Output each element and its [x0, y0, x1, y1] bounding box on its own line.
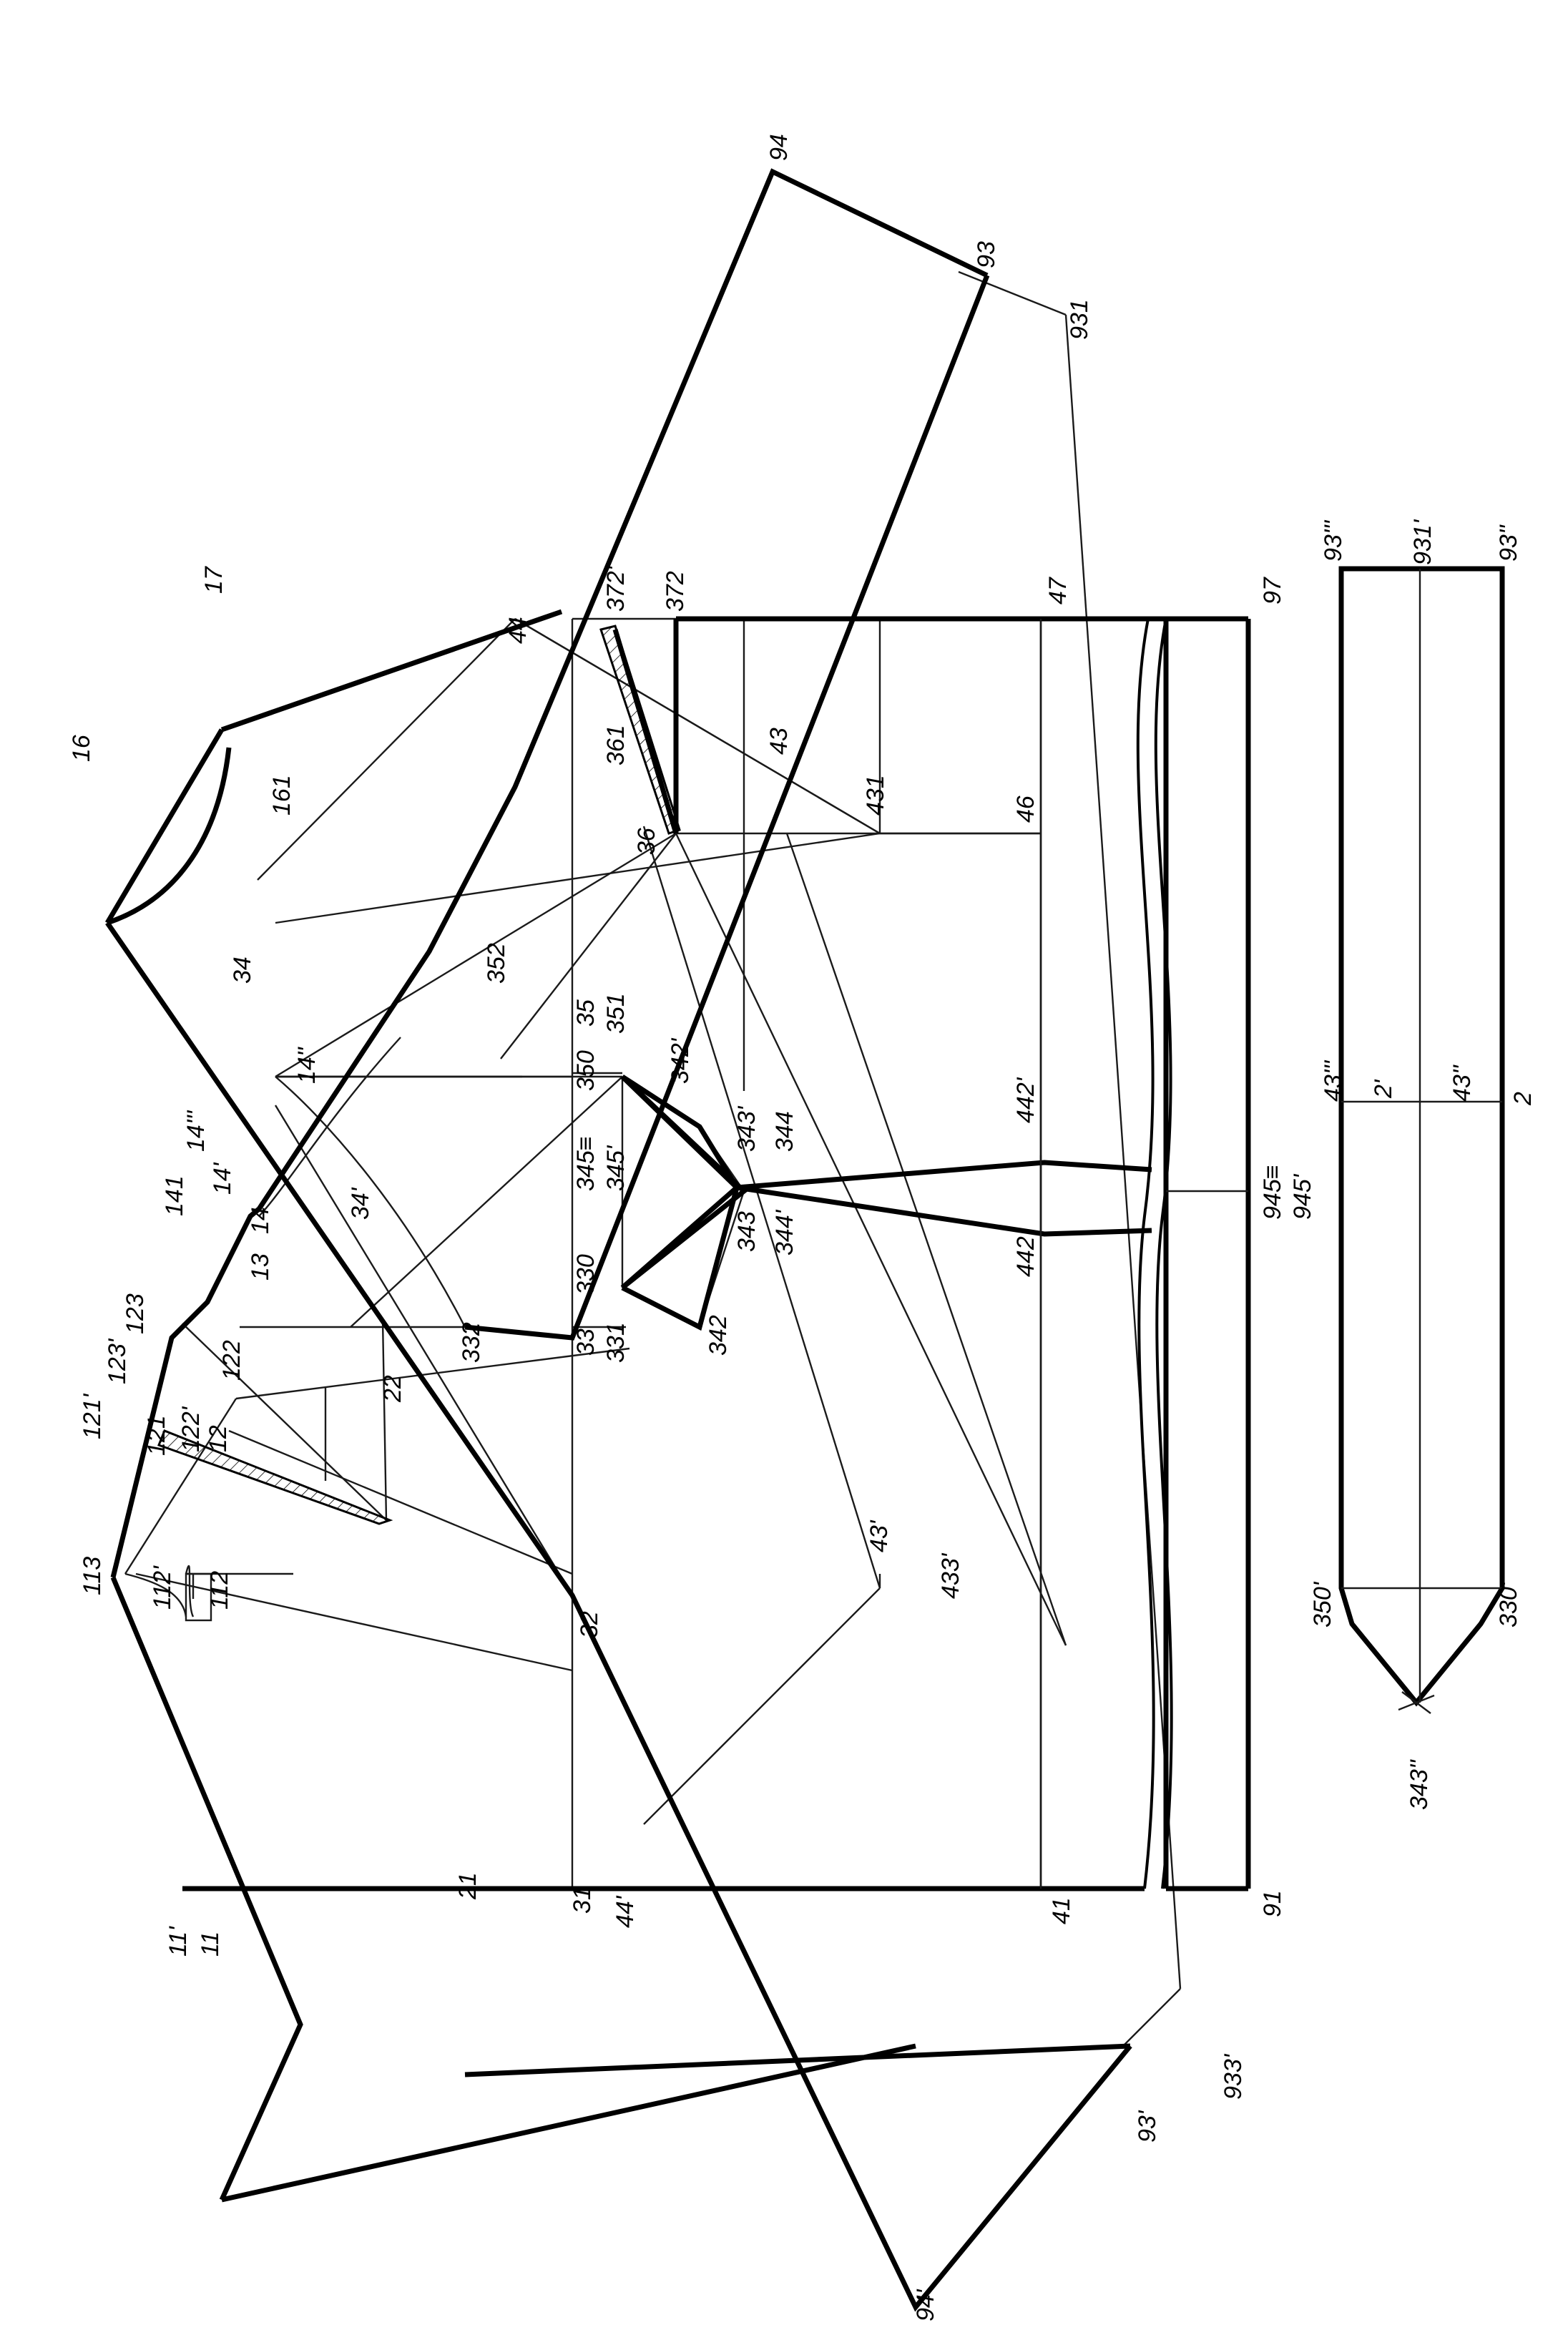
label-431: 431: [862, 775, 889, 816]
label-330: 330: [572, 1254, 599, 1295]
label-123p: 123': [104, 1338, 131, 1384]
label-344: 344: [771, 1111, 798, 1152]
label-112: 112: [206, 1571, 233, 1610]
label-91: 91: [1259, 1890, 1286, 1917]
label-t43ppp: 43''': [1320, 1059, 1347, 1102]
label-372: 372: [662, 571, 689, 612]
label-t2p: 2': [1370, 1079, 1397, 1099]
label-t2: 2: [1509, 1092, 1537, 1106]
label-352: 352: [483, 943, 510, 984]
label-14pp: 14'': [293, 1047, 320, 1084]
label-34: 34: [229, 956, 256, 984]
label-41: 41: [1048, 1897, 1075, 1924]
tie-labels: 93''' 931' 93'' 43''' 2' 43'' 2 350' 330…: [1309, 519, 1537, 1810]
label-t931p: 931': [1409, 519, 1436, 565]
label-44p: 44': [612, 1895, 639, 1928]
label-13: 13: [247, 1253, 274, 1281]
label-93: 93: [973, 241, 1000, 268]
label-46: 46: [1012, 796, 1039, 823]
label-342p: 342': [667, 1037, 694, 1084]
label-94p: 94': [912, 2289, 939, 2321]
label-343: 343: [733, 1211, 760, 1252]
label-332: 332: [458, 1322, 485, 1363]
label-351: 351: [602, 993, 629, 1034]
label-442p: 442': [1012, 1077, 1039, 1123]
label-21: 21: [454, 1872, 481, 1900]
label-361: 361: [602, 725, 629, 765]
label-372p: 372': [602, 565, 629, 612]
back-dart-hatch: [599, 625, 681, 835]
label-141: 141: [161, 1175, 188, 1216]
label-931: 931: [1066, 299, 1093, 340]
label-43: 43: [765, 728, 793, 755]
label-123: 123: [122, 1293, 149, 1334]
label-43p: 43': [866, 1519, 893, 1552]
label-31: 31: [569, 1886, 596, 1914]
label-t93ppp: 93''': [1320, 519, 1347, 562]
label-t330p: 330': [1495, 1581, 1522, 1628]
label-122p: 122': [177, 1406, 205, 1452]
label-14: 14: [247, 1207, 274, 1234]
label-36: 36: [633, 828, 660, 855]
wavy-hem: [1136, 618, 1248, 1889]
neck-box: [185, 1572, 212, 1622]
tie-piece: [1338, 566, 1505, 1714]
garment-pattern: [104, 168, 1251, 2312]
label-94: 94: [765, 134, 793, 161]
pattern-labels: 11' 11 113 112' 112 121' 121 12 122' 123…: [68, 134, 1316, 2321]
bold-outline: [104, 168, 1251, 2312]
label-44: 44: [504, 617, 531, 644]
label-122: 122: [218, 1340, 245, 1381]
label-34p: 34': [347, 1187, 374, 1220]
label-433p: 433': [937, 1552, 964, 1599]
label-47: 47: [1044, 577, 1072, 604]
label-12: 12: [205, 1425, 232, 1452]
label-t43pp: 43'': [1449, 1064, 1476, 1102]
label-933p: 933': [1220, 2053, 1247, 2100]
label-97: 97: [1259, 577, 1286, 604]
label-11: 11: [197, 1932, 224, 1957]
base-grid-lines: [124, 270, 1182, 2047]
label-11p: 11': [165, 1926, 192, 1957]
label-112p: 112': [149, 1565, 176, 1610]
label-14ppp: 14''': [182, 1110, 210, 1152]
label-32: 32: [576, 1611, 603, 1638]
label-t350p: 350': [1309, 1581, 1336, 1628]
label-113: 113: [79, 1557, 106, 1595]
label-t343pp: 343'': [1406, 1759, 1433, 1810]
label-343p: 343': [733, 1105, 760, 1152]
label-121p: 121': [79, 1393, 106, 1439]
construction-curves: [124, 1037, 466, 1617]
label-16: 16: [68, 735, 95, 762]
label-331: 331: [602, 1322, 629, 1363]
label-121: 121: [143, 1415, 170, 1456]
shoulder-dart-hatch: [157, 1429, 393, 1525]
label-17: 17: [200, 566, 227, 594]
label-345: 345≡: [572, 1136, 599, 1191]
label-33: 33: [572, 1328, 599, 1356]
label-t93pp: 93'': [1495, 524, 1522, 562]
label-22: 22: [379, 1375, 406, 1403]
label-945: 945≡: [1259, 1165, 1286, 1220]
label-345p: 345': [602, 1145, 629, 1191]
label-344p: 344': [771, 1209, 798, 1256]
label-442: 442: [1012, 1236, 1039, 1277]
label-350: 350: [572, 1050, 599, 1091]
label-342: 342: [705, 1315, 732, 1356]
label-161: 161: [268, 775, 295, 816]
label-945p: 945': [1289, 1173, 1316, 1220]
label-93p: 93': [1134, 2110, 1161, 2143]
label-14p: 14': [209, 1162, 236, 1195]
label-35: 35: [572, 999, 599, 1027]
